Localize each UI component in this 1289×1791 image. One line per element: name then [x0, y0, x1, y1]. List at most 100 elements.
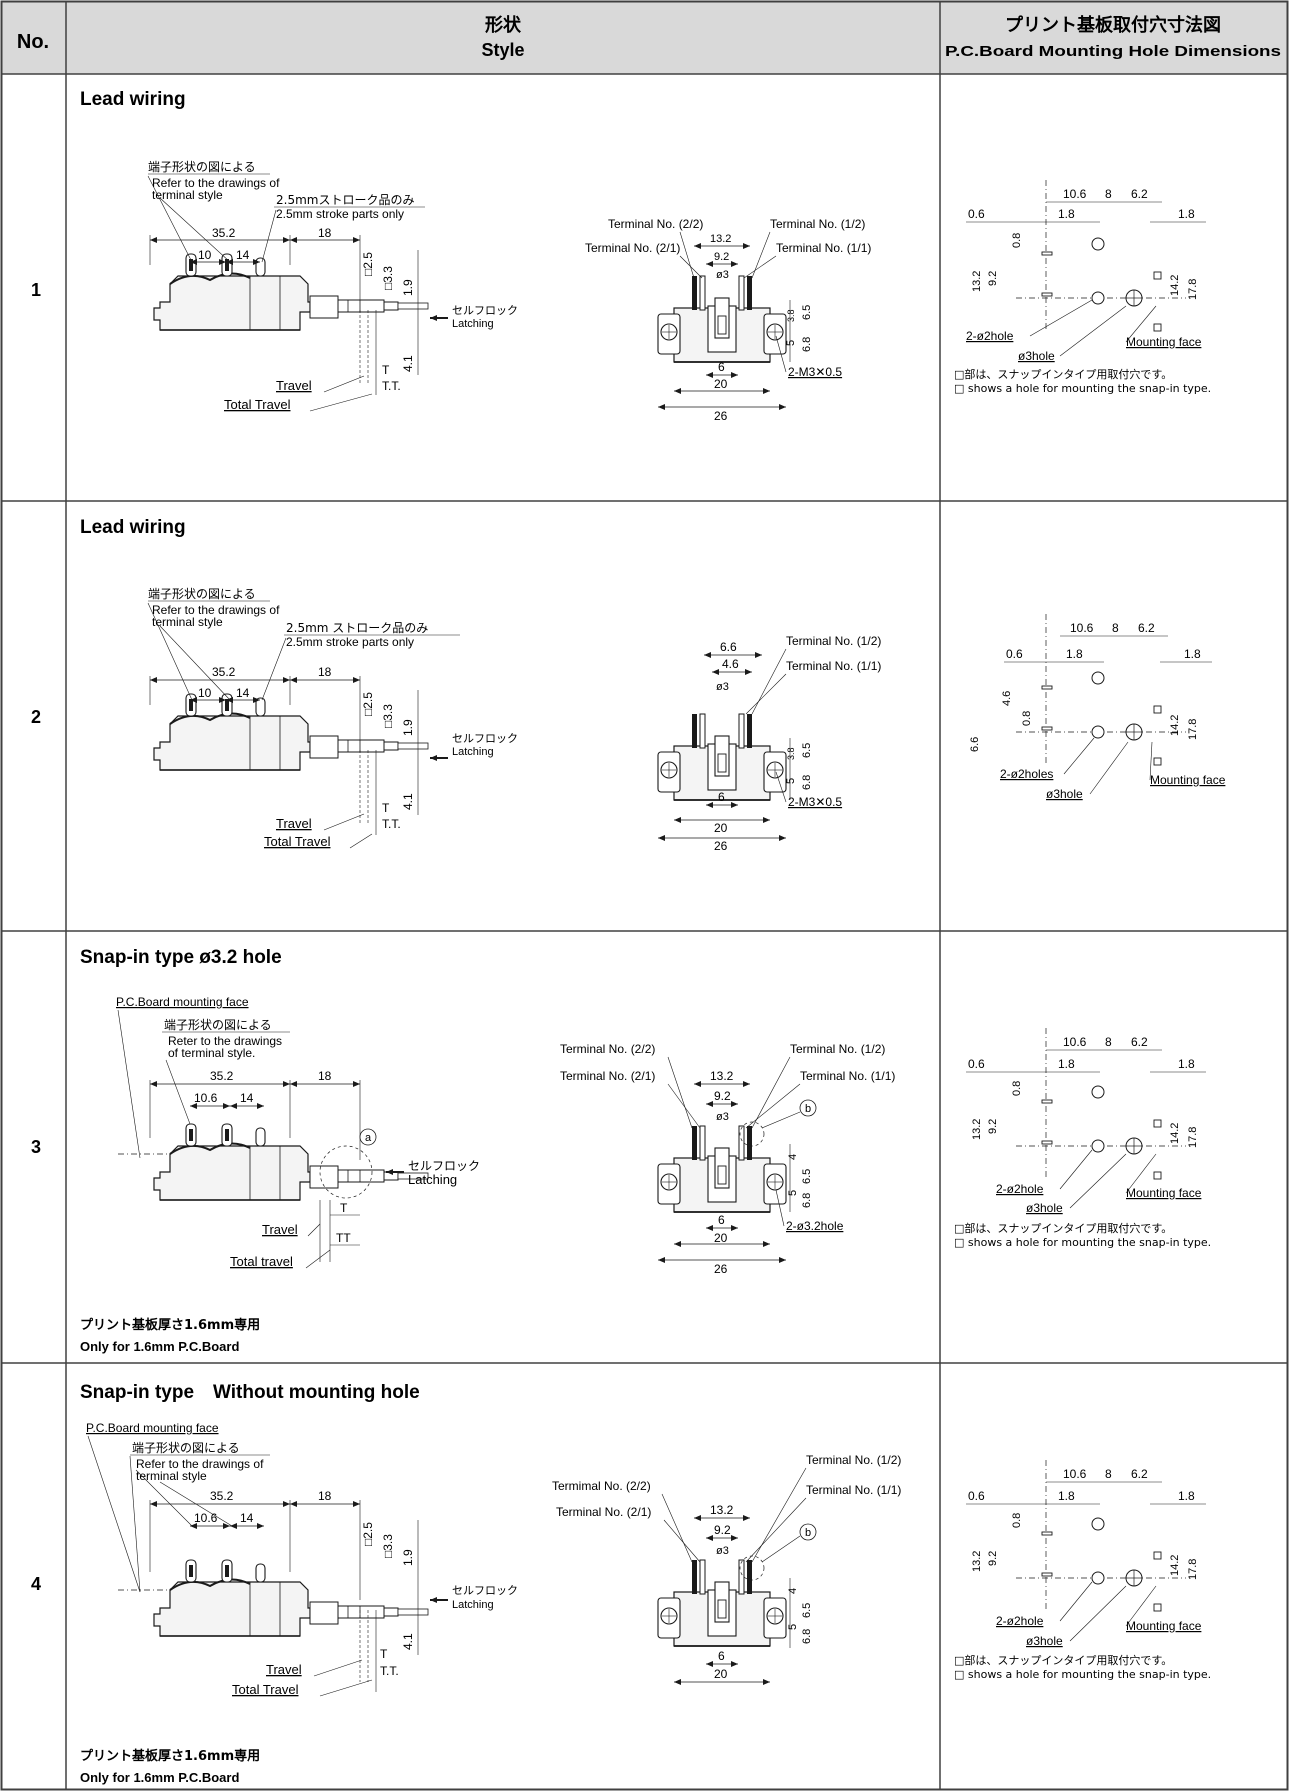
- header-style-jp: 形状: [485, 14, 522, 36]
- svg-text:T.T.: T.T.: [382, 817, 401, 831]
- svg-text:14.2: 14.2: [1169, 1555, 1181, 1576]
- svg-text:Reter to the drawings: Reter to the drawings: [168, 1034, 282, 1048]
- svg-text:Travel: Travel: [276, 816, 312, 831]
- svg-text:□ shows a hole for mounting th: □ shows a hole for mounting the snap-in …: [954, 382, 1211, 395]
- svg-text:terminal style: terminal style: [136, 1469, 207, 1483]
- svg-text:T.T.: T.T.: [382, 379, 401, 393]
- svg-text:20: 20: [714, 1667, 728, 1681]
- header-pcb-jp: プリント基板取付穴寸法図: [1005, 14, 1221, 36]
- svg-text:□部は、スナップインタイプ用取付穴です。: □部は、スナップインタイプ用取付穴です。: [954, 1653, 1172, 1667]
- row3-side-drawing: P.C.Board mounting face 端子形状の図による Reter …: [116, 995, 480, 1269]
- svg-text:4: 4: [787, 1154, 799, 1160]
- svg-text:6: 6: [718, 1213, 725, 1227]
- row2-front-drawing: 6.6 4.6 ø3 Terminal No. (1/2) Terminal N…: [657, 634, 881, 853]
- svg-text:□2.5: □2.5: [361, 1522, 375, 1546]
- row3-front-drawing: 13.2 9.2 ø3 Terminal No. (2/2) Terminal …: [560, 1042, 895, 1276]
- svg-text:18: 18: [318, 665, 332, 679]
- svg-text:T: T: [382, 801, 390, 815]
- row-title-4: Snap-in type Without mounting hole: [80, 1382, 420, 1403]
- svg-text:10.6: 10.6: [1063, 1035, 1087, 1049]
- svg-text:Terminal No. (2/2): Terminal No. (2/2): [608, 217, 703, 231]
- svg-text:5: 5: [787, 1624, 799, 1630]
- row-title-3: Snap-in type ø3.2 hole: [80, 947, 282, 968]
- svg-text:Mounting face: Mounting face: [1150, 773, 1226, 787]
- svg-text:4.6: 4.6: [1001, 691, 1013, 706]
- svg-text:26: 26: [714, 409, 728, 423]
- svg-text:T: T: [382, 363, 390, 377]
- svg-text:Terminal No. (1/1): Terminal No. (1/1): [800, 1069, 895, 1083]
- svg-text:2-ø2hole: 2-ø2hole: [966, 329, 1014, 343]
- svg-text:5: 5: [785, 340, 797, 346]
- svg-text:4.1: 4.1: [401, 1633, 415, 1650]
- svg-text:P.C.Board mounting face: P.C.Board mounting face: [116, 995, 249, 1009]
- svg-text:1.9: 1.9: [401, 719, 415, 736]
- svg-text:2-ø3.2hole: 2-ø3.2hole: [786, 1219, 844, 1233]
- row1-front-drawing: 13.2 9.2 ø3 Terminal No. (2/2) Terminal …: [585, 217, 871, 423]
- svg-text:ø3hole: ø3hole: [1046, 787, 1083, 801]
- svg-text:26: 26: [714, 839, 728, 853]
- svg-text:18: 18: [318, 1489, 332, 1503]
- svg-text:6.5: 6.5: [801, 743, 813, 758]
- svg-text:20: 20: [714, 821, 728, 835]
- svg-text:4: 4: [787, 1588, 799, 1594]
- svg-text:Terminal No. (1/2): Terminal No. (1/2): [790, 1042, 885, 1056]
- svg-text:2-M3✕0.5: 2-M3✕0.5: [788, 365, 842, 379]
- svg-text:6.2: 6.2: [1131, 187, 1148, 201]
- svg-text:35.2: 35.2: [210, 1069, 234, 1083]
- svg-text:8: 8: [1105, 1467, 1112, 1481]
- svg-text:Terminal No. (2/1): Terminal No. (2/1): [560, 1069, 655, 1083]
- svg-text:13.2: 13.2: [710, 233, 731, 245]
- header-no: No.: [17, 31, 49, 53]
- svg-text:ø3hole: ø3hole: [1026, 1634, 1063, 1648]
- svg-text:端子形状の図による: 端子形状の図による: [148, 160, 256, 174]
- svg-text:a: a: [365, 1132, 372, 1144]
- header-row-bg: [2, 2, 1287, 74]
- header-pcb-en: P.C.Board Mounting Hole Dimensions: [945, 43, 1281, 60]
- svg-text:0.8: 0.8: [1011, 1081, 1023, 1096]
- row3-pcb-drawing: 10.6 8 6.2 0.6 1.8 1.8 0.8 13.2 9.2 14.2…: [954, 1027, 1211, 1249]
- svg-text:Total Travel: Total Travel: [232, 1682, 299, 1697]
- svg-text:6: 6: [718, 360, 725, 374]
- svg-text:14: 14: [236, 248, 250, 262]
- svg-text:□部は、スナップインタイプ用取付穴です。: □部は、スナップインタイプ用取付穴です。: [954, 1221, 1172, 1235]
- svg-text:0.8: 0.8: [1011, 233, 1023, 248]
- svg-text:10.6: 10.6: [1070, 621, 1094, 635]
- svg-text:□ shows a hole for mounting th: □ shows a hole for mounting the snap-in …: [954, 1236, 1211, 1249]
- svg-text:1.8: 1.8: [1178, 1489, 1195, 1503]
- svg-text:Terminal No. (2/1): Terminal No. (2/1): [585, 241, 680, 255]
- svg-text:4.1: 4.1: [401, 355, 415, 372]
- svg-text:of terminal style.: of terminal style.: [168, 1046, 255, 1060]
- svg-text:Total Travel: Total Travel: [264, 834, 331, 849]
- svg-text:20: 20: [714, 1231, 728, 1245]
- svg-text:1.8: 1.8: [1178, 207, 1195, 221]
- svg-text:2.5mm stroke parts only: 2.5mm stroke parts only: [276, 207, 404, 221]
- row2-side-drawing: 35.2 18 10 14 端子形状の図による Refer to the dra…: [147, 587, 518, 849]
- svg-text:6.8: 6.8: [801, 775, 813, 790]
- svg-text:14: 14: [240, 1091, 254, 1105]
- svg-text:10.6: 10.6: [194, 1511, 218, 1525]
- svg-text:17.8: 17.8: [1187, 1559, 1199, 1580]
- row-title-2: Lead wiring: [80, 517, 186, 538]
- svg-text:Latching: Latching: [452, 1599, 494, 1611]
- svg-text:13.2: 13.2: [971, 271, 983, 292]
- svg-text:3.8: 3.8: [786, 747, 796, 760]
- svg-text:14: 14: [240, 1511, 254, 1525]
- header-style-en: Style: [481, 40, 524, 60]
- row4-note-en: Only for 1.6mm P.C.Board: [80, 1770, 239, 1785]
- svg-text:Mounting face: Mounting face: [1126, 1619, 1202, 1633]
- row-title-1: Lead wiring: [80, 89, 186, 110]
- row1-pcb-drawing: 10.6 8 6.2 0.6 1.8 1.8 0.8 13.2 9.2 14.2…: [954, 179, 1211, 395]
- svg-text:terminal style: terminal style: [152, 188, 223, 202]
- svg-text:0.6: 0.6: [968, 1489, 985, 1503]
- svg-text:□部は、スナップインタイプ用取付穴です。: □部は、スナップインタイプ用取付穴です。: [954, 367, 1172, 381]
- svg-text:□3.3: □3.3: [381, 266, 395, 290]
- svg-text:ø3: ø3: [716, 681, 729, 693]
- svg-text:35.2: 35.2: [212, 665, 236, 679]
- svg-text:T.T.: T.T.: [380, 1664, 399, 1678]
- row4-note-jp: プリント基板厚さ1.6mm専用: [80, 1748, 260, 1764]
- svg-text:10: 10: [198, 686, 212, 700]
- svg-text:0.8: 0.8: [1011, 1513, 1023, 1528]
- svg-text:9.2: 9.2: [987, 1119, 999, 1134]
- row2-pcb-drawing: 10.6 8 6.2 0.6 1.8 1.8 4.6 0.8 6.6 14.2 …: [969, 613, 1226, 801]
- svg-text:Terminal No. (1/2): Terminal No. (1/2): [806, 1453, 901, 1467]
